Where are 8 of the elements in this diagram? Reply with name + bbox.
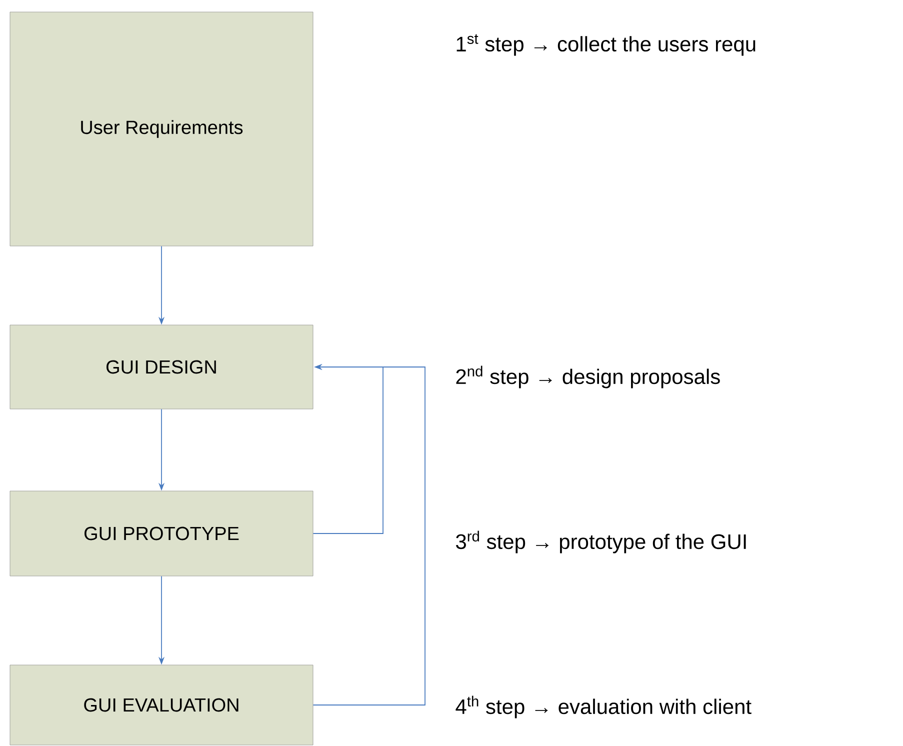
step-note: 2$^{nd}$ step → design proposals	[456, 366, 720, 388]
process-box: User Requirements	[10, 12, 314, 246]
process-box: GUI EVALUATION	[10, 664, 314, 746]
step-note: 4$^{th}$ step → evaluation with client	[456, 696, 752, 718]
step-note: 1$^{st}$ step → collect the users requ	[456, 34, 756, 56]
step-note: 3$^{rd}$ step → prototype of the GUI	[456, 530, 746, 554]
process-box: GUI PROTOTYPE	[10, 490, 314, 576]
process-box: GUI DESIGN	[10, 324, 314, 410]
